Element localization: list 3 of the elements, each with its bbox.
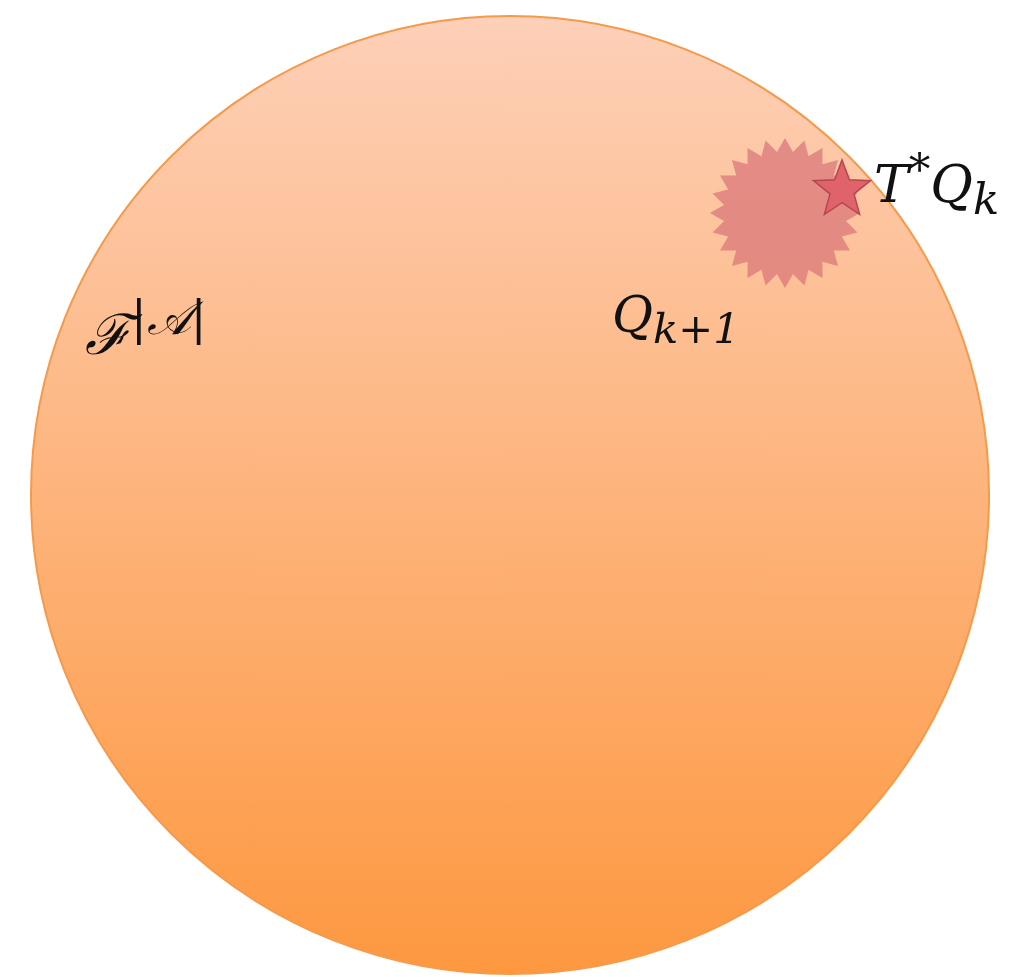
point-label: T$^{*}$Q$_{k}$	[874, 148, 1000, 222]
set-label: Q$_{k+1}$	[612, 290, 740, 350]
set-label: ℱ$^{|𝒜|}$	[85, 295, 207, 363]
